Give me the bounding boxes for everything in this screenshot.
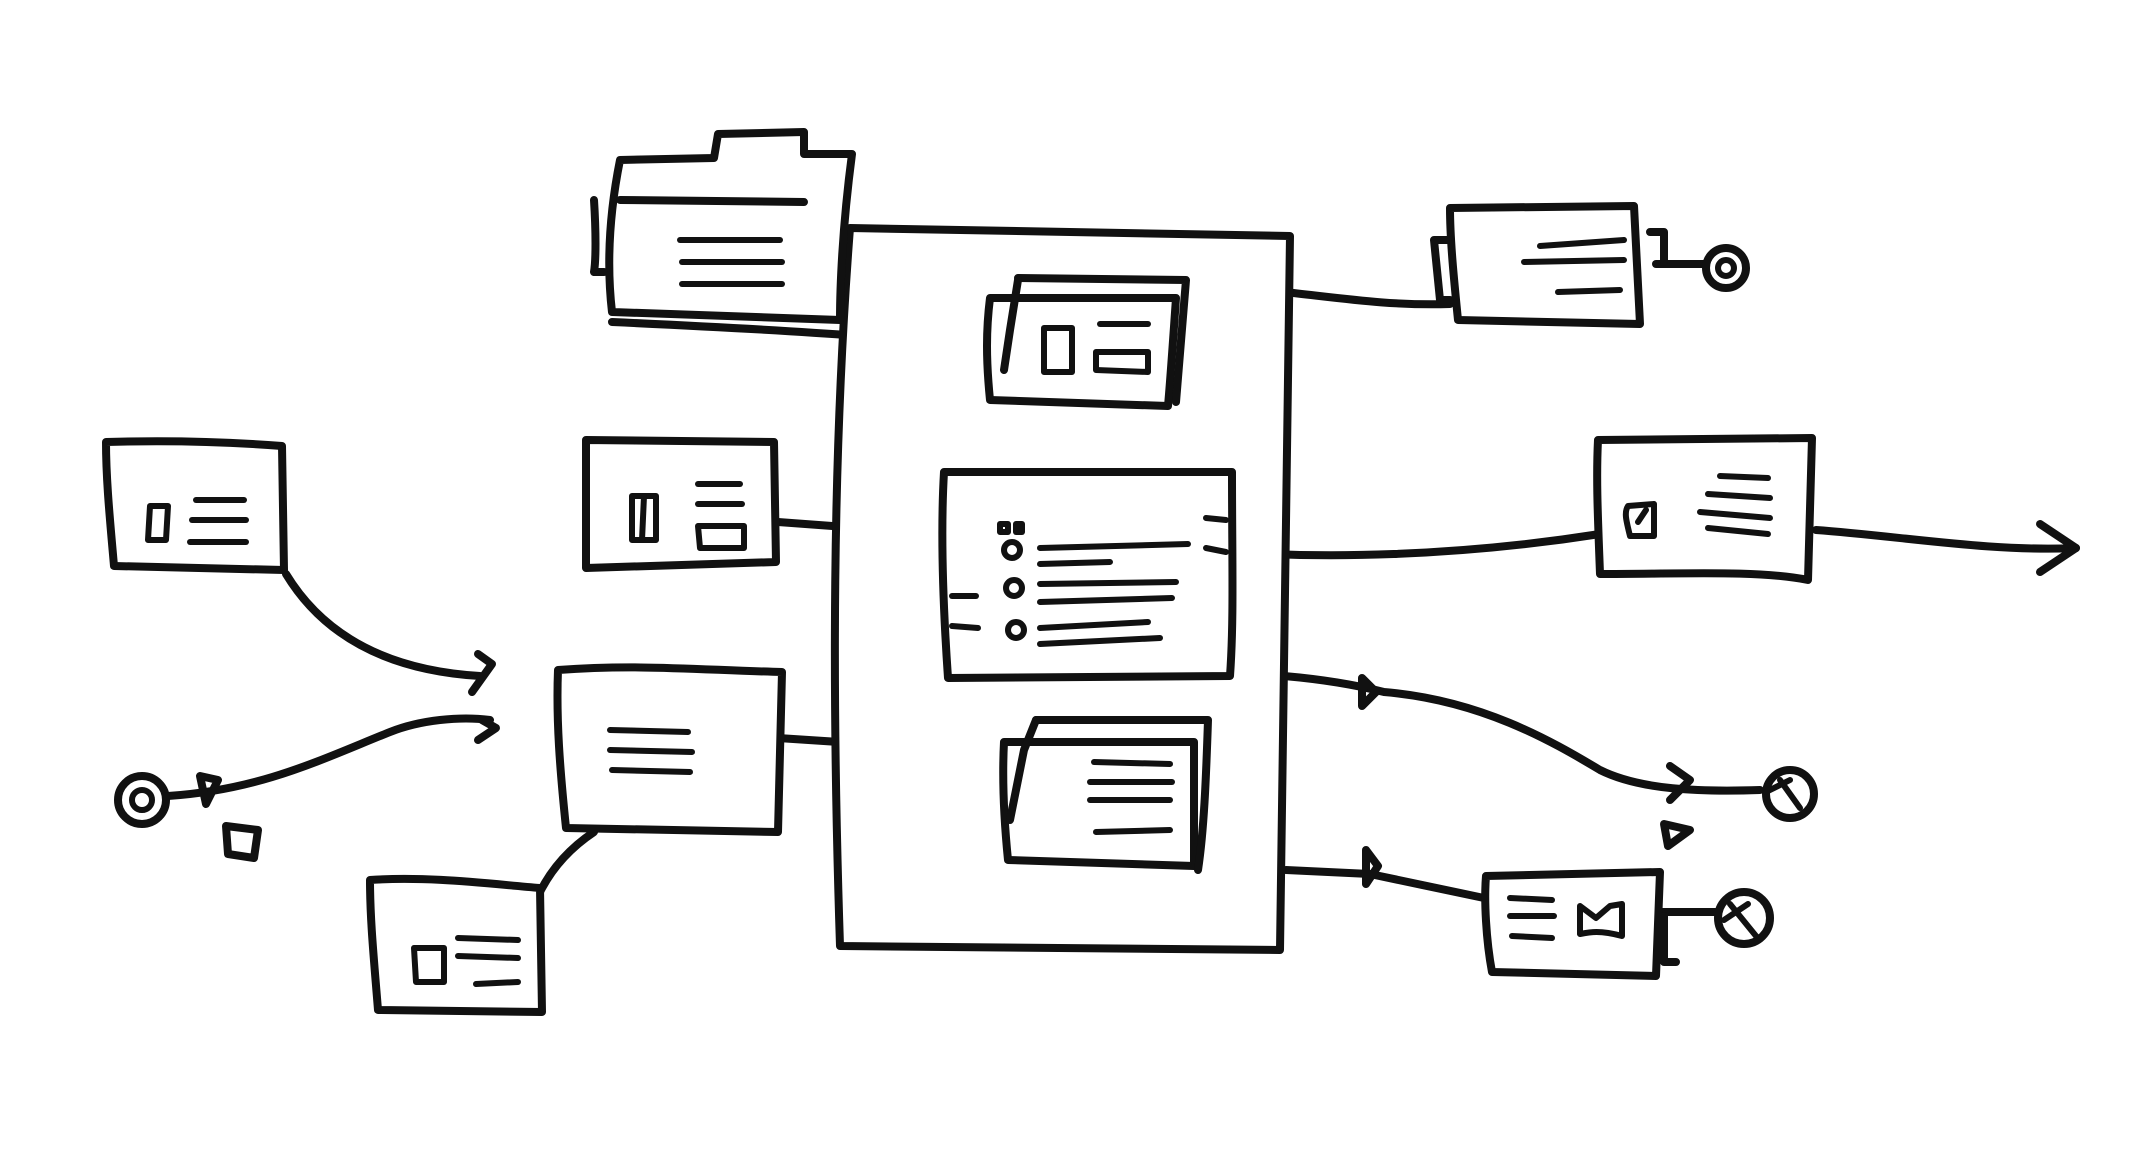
arrowhead-8: [1670, 766, 1690, 800]
connector-node-to-arrow: [168, 719, 490, 797]
blocked-node-right-2: [1718, 892, 1770, 944]
circle-node-left: [118, 776, 166, 824]
arrowhead-4: [478, 720, 496, 740]
left-mid-document-icon: [557, 667, 782, 832]
blocked-node-right-1: [1766, 770, 1814, 818]
top-inner-document-icon: [987, 278, 1186, 406]
connector-main-to-right-bottom: [1286, 870, 1484, 898]
connector-main-to-right-top: [1284, 292, 1450, 304]
right-bottom-envelope-icon: [1485, 872, 1676, 976]
arrowhead-9: [1366, 850, 1378, 884]
arrowhead-3: [472, 654, 492, 692]
connector-stack-to-midleft: [540, 832, 594, 892]
left-stack-document-icon: [370, 879, 542, 1012]
endpoint-nodes: [118, 248, 1814, 944]
arrowhead-2: [2040, 524, 2076, 572]
connector-main-to-right-curve: [1284, 676, 1760, 791]
mid-left-document-icon: [586, 440, 776, 568]
left-top-document-icon: [106, 441, 284, 570]
lower-inner-document-icon: [1003, 720, 1208, 870]
circle-node-top-right: [1706, 248, 1746, 288]
right-top-document-icon: [1434, 206, 1664, 324]
arrowhead-7: [1362, 678, 1376, 706]
arrowhead-11: [226, 826, 258, 858]
arrowhead-5: [200, 776, 218, 804]
folder-icon: [594, 132, 852, 320]
connector-left-top-curve: [286, 574, 480, 676]
center-list-card: [942, 472, 1232, 678]
arrowhead-10: [1664, 824, 1690, 846]
connector-right-mid-out-arrow: [1816, 530, 2076, 549]
right-mid-document-icon: [1597, 438, 1812, 580]
